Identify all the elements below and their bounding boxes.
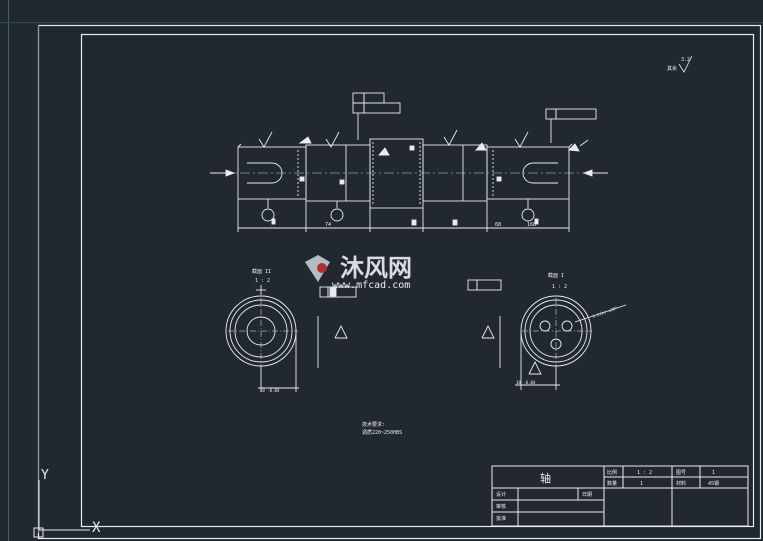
dim-section-a-width: 18 -0.04 <box>260 388 280 393</box>
check-label: 审核 <box>496 503 506 510</box>
sheet-label: 图号 <box>676 470 686 476</box>
watermark-logo-icon <box>305 255 330 282</box>
title-block <box>491 465 749 527</box>
watermark-brand: 沐风网 <box>340 254 412 282</box>
dim-overall: 168 <box>527 222 536 228</box>
scale-value: 1 : 2 <box>637 470 652 476</box>
dim-section-b-width: 18 -0.04 <box>516 380 536 385</box>
section-b-label: 截面 I <box>548 272 564 279</box>
section-b-view <box>467 279 627 390</box>
section-a-scale: 1 : 2 <box>255 278 270 284</box>
qty-label: 数量 <box>607 480 617 487</box>
ucs-y-label: Y <box>41 468 49 483</box>
corner-roughness-value: 3.2 <box>681 57 690 63</box>
part-name: 轴 <box>540 471 551 485</box>
scale-label: 比例 <box>607 469 617 476</box>
material-label: 材料 <box>676 480 686 487</box>
watermark-url: www.mfcad.com <box>332 280 410 291</box>
corner-roughness-symbol: 其余 3.2 <box>667 55 693 73</box>
sheet-value: 1 <box>712 470 715 476</box>
section-b-scale: 1 : 2 <box>552 284 567 290</box>
design-label: 设计 <box>496 491 506 498</box>
ucs-x-label: X <box>92 520 101 536</box>
approve-label: 批准 <box>496 515 506 522</box>
dim-section-b-angle: 3.2(h) ±20° <box>592 305 619 319</box>
watermark: 沐风网 www.mfcad.com <box>305 254 412 291</box>
section-a-label: 截面 II <box>252 268 271 275</box>
date-label: 日期 <box>582 492 592 498</box>
corner-roughness-sub: 其余 <box>667 65 677 72</box>
qty-value: 1 <box>640 481 643 487</box>
ucs-icon: Y X <box>33 468 101 538</box>
dim-right-end: 68 <box>495 222 501 228</box>
tech-req-title: 技术要求: <box>362 421 385 428</box>
section-a-view <box>225 285 357 392</box>
shaft-main-view <box>210 92 608 232</box>
sheet-inner-border <box>80 33 755 528</box>
material-value: 45钢 <box>708 480 719 487</box>
tech-req-item: 调质220~250HBS <box>362 429 402 436</box>
dim-left-end: 74 <box>325 222 331 228</box>
